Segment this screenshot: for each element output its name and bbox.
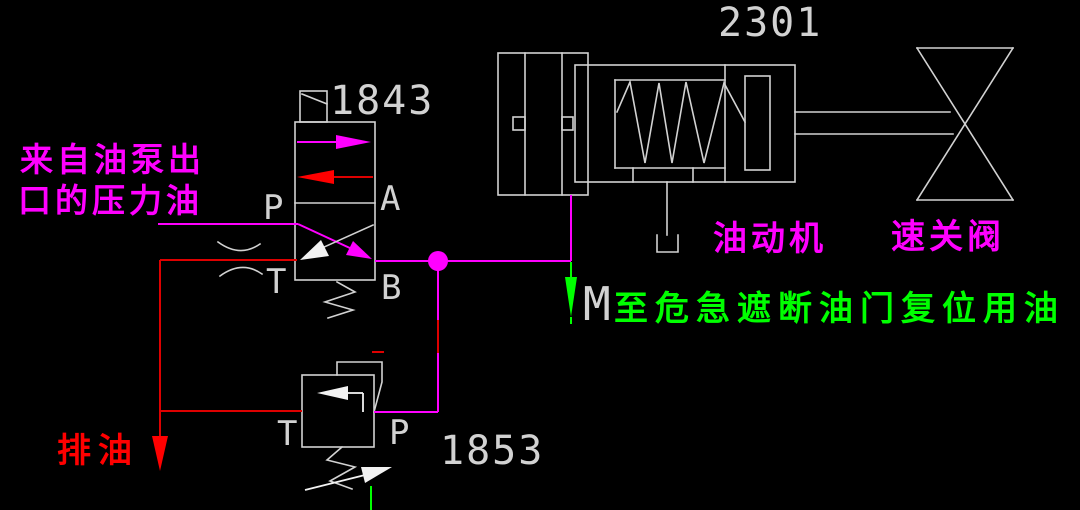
m-note-text: 至危急遮断油门复位用油 bbox=[614, 289, 1065, 329]
relief-valve-1853-symbol bbox=[301, 361, 392, 491]
servomotor-2301-id-label: 2301 bbox=[718, 0, 822, 46]
quick-closing-valve-symbol bbox=[915, 46, 1015, 202]
supply-annotation-line2: 口的压力油 bbox=[18, 181, 203, 220]
flow-arrow-right-icon bbox=[336, 135, 371, 149]
pilot-notch-left bbox=[512, 116, 526, 131]
orifice-symbol bbox=[216, 240, 264, 278]
supply-annotation-line1: 来自油泵出 bbox=[20, 140, 205, 179]
relief-spring-icon bbox=[325, 445, 358, 491]
relief-port-label-t: T bbox=[277, 414, 297, 454]
m-note-prefix: M bbox=[583, 277, 611, 331]
servomotor-name-label: 油动机 bbox=[713, 219, 827, 259]
m-port-green-arrow bbox=[565, 262, 577, 324]
flow-arrow-left-icon bbox=[297, 170, 334, 184]
drain-arrow-icon bbox=[152, 436, 168, 471]
green-arrow-icon bbox=[565, 277, 577, 317]
valve-spring-icon bbox=[322, 280, 357, 320]
cylinder-spring-icon bbox=[615, 79, 747, 164]
relief-flow-arrow-icon bbox=[317, 386, 348, 400]
drain-port-bracket bbox=[656, 234, 679, 253]
port-label-p: P bbox=[263, 188, 283, 228]
drain-line bbox=[152, 259, 302, 471]
valve-body bbox=[294, 121, 376, 281]
solenoid-valve-1843-symbol bbox=[294, 90, 376, 320]
line-to-relief-valve bbox=[374, 261, 439, 413]
valve-1843-id-label: 1843 bbox=[330, 78, 434, 124]
servomotor-2301-symbol bbox=[497, 52, 954, 253]
port-label-t: T bbox=[266, 262, 286, 302]
pilot-block bbox=[497, 52, 589, 196]
pilot-notch-right bbox=[561, 116, 574, 131]
cylinder-body bbox=[574, 64, 796, 183]
port-label-a: A bbox=[380, 179, 400, 219]
solenoid-slash bbox=[300, 92, 329, 106]
back-box bbox=[336, 361, 383, 413]
piston bbox=[744, 75, 771, 171]
drain-annotation: 排油 bbox=[57, 431, 139, 471]
quick-closing-valve-name-label: 速关阀 bbox=[891, 217, 1005, 257]
relief-port-label-p: P bbox=[389, 413, 409, 453]
adjust-arrow-icon bbox=[361, 467, 392, 483]
crossed-flow-arrow-at-icon bbox=[300, 240, 329, 260]
crossed-flow-arrow-pb-icon bbox=[346, 241, 372, 259]
valve-1853-id-label: 1853 bbox=[440, 428, 544, 474]
port-label-b: B bbox=[381, 268, 401, 308]
